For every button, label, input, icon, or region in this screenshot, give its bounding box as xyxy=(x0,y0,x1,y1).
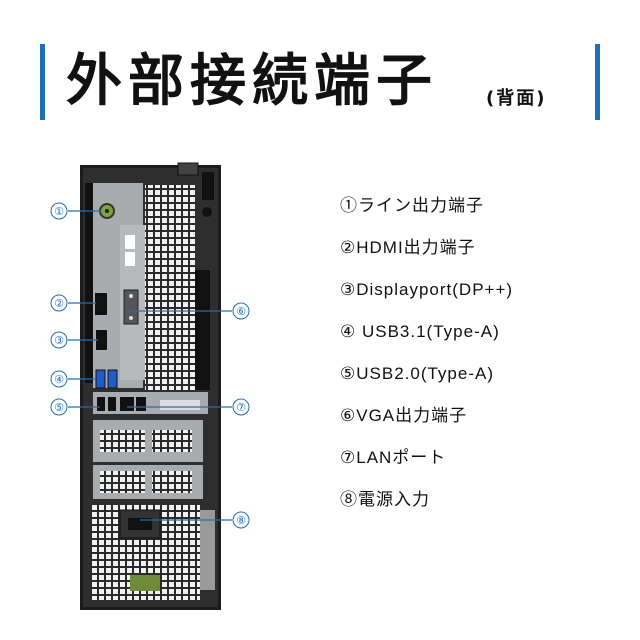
legend-item-hdmi: ②HDMI出力端子 xyxy=(340,238,476,257)
callout-2-circle xyxy=(50,294,68,312)
legend-item-lan: ⑦LANポート xyxy=(340,448,447,467)
hdmi-port xyxy=(95,293,107,315)
vent-grille xyxy=(145,185,195,390)
title-accent-bar-right xyxy=(595,44,600,120)
legend-item-power: ⑧電源入力 xyxy=(340,490,430,509)
padlock-ring xyxy=(202,172,214,200)
vga-port xyxy=(123,289,139,325)
callout-5: ⑤ xyxy=(54,401,64,414)
usb20-port-1 xyxy=(97,397,105,411)
displayport-port xyxy=(96,330,107,350)
usb31-port-2 xyxy=(107,369,118,389)
callout-7: ⑦ xyxy=(236,401,246,414)
legend-item-displayport: ③Displayport(DP++) xyxy=(340,280,514,299)
callout-1: ① xyxy=(54,205,64,218)
callout-6-circle xyxy=(232,302,250,320)
legend-item-usb31: ④ USB3.1(Type-A) xyxy=(340,322,500,341)
lan-port xyxy=(120,397,134,411)
callout-5-circle xyxy=(50,398,68,416)
title-accent-bar-left xyxy=(40,44,45,120)
legend-item-vga: ⑥VGA出力端子 xyxy=(340,406,468,425)
callout-6: ⑥ xyxy=(236,305,246,318)
legend-item-usb20: ⑤USB2.0(Type-A) xyxy=(340,364,495,383)
callout-4-circle xyxy=(50,370,68,388)
callout-markers: ① ② ③ ④ ⑤ ⑥ ⑦ ⑧ xyxy=(50,202,250,529)
page-title: 外部接続端子 xyxy=(66,49,438,114)
usb31-port-1 xyxy=(95,369,106,389)
usb20-port-2 xyxy=(108,397,116,411)
legend-item-line-out: ①ライン出力端子 xyxy=(340,196,484,215)
leader-lines xyxy=(68,210,232,521)
callout-3: ③ xyxy=(54,334,64,347)
callout-3-circle xyxy=(50,331,68,349)
page-subtitle: (背面) xyxy=(486,88,547,109)
callout-8-circle xyxy=(232,511,250,529)
callout-7-circle xyxy=(232,398,250,416)
callout-1-circle xyxy=(50,202,68,220)
lock-slot xyxy=(177,162,199,176)
callout-8: ⑧ xyxy=(236,514,246,527)
port-legend: ①ライン出力端子 ②HDMI出力端子 ③Displayport(DP++) ④ … xyxy=(340,192,513,528)
callout-2: ② xyxy=(54,297,64,310)
callout-4: ④ xyxy=(54,373,64,386)
